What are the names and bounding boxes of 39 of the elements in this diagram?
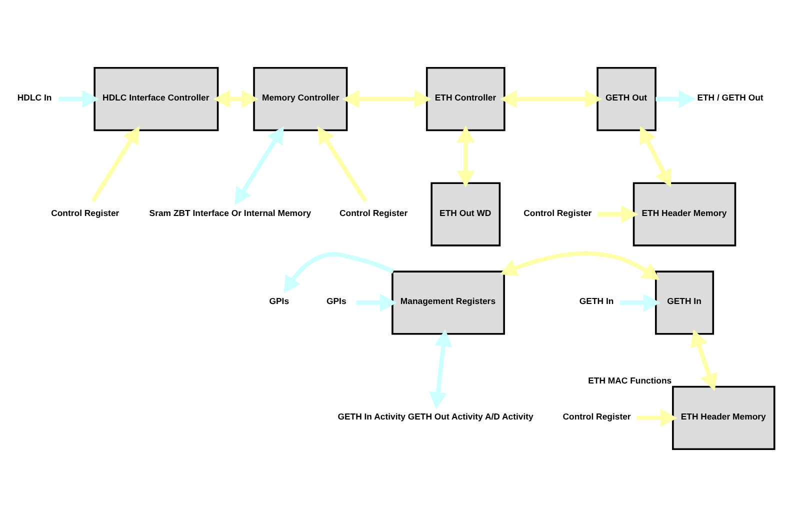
node-text: Control Register — [524, 208, 592, 218]
node-box: HDLC Interface Controller — [94, 67, 219, 132]
arrow — [690, 330, 718, 392]
node-box: GETH Out — [596, 67, 656, 132]
arrow — [234, 126, 284, 205]
arrow — [598, 205, 638, 224]
arrow — [640, 126, 672, 188]
arrow — [500, 90, 602, 108]
arrow — [656, 90, 696, 108]
node-text: GETH In Activity GETH Out Activity A/D Activity — [338, 411, 534, 422]
arrow — [213, 90, 259, 108]
arrow — [636, 409, 678, 427]
arrow — [356, 294, 397, 312]
node-box: ETH Controller — [426, 67, 506, 132]
node-box: Management Registers — [392, 270, 505, 335]
node-box: Memory Controller — [253, 67, 348, 132]
arrow — [620, 294, 661, 312]
arrow — [500, 251, 660, 280]
node-box: ETH Header Memory — [632, 182, 736, 246]
node-text: HDLC In — [17, 92, 52, 103]
arrow — [429, 329, 452, 410]
arrow — [342, 90, 432, 108]
node-text: Control Register — [51, 208, 120, 218]
node-text: GPIs — [269, 296, 290, 306]
node-text: Control Register — [562, 411, 631, 422]
node-text: ETH / GETH Out — [697, 92, 764, 103]
arrow — [456, 126, 475, 188]
node-text: Sram ZBT Interface Or Internal Memory — [149, 208, 312, 218]
node-text: Control Register — [340, 208, 408, 218]
node-text: GETH In — [579, 296, 614, 306]
node-box: ETH Header Memory — [672, 386, 776, 450]
arrow — [318, 126, 368, 202]
node-box: GETH In — [654, 270, 714, 335]
arrow — [284, 252, 394, 294]
arrow — [58, 90, 100, 108]
node-label: ETH MAC Functions — [588, 376, 672, 386]
arrow — [91, 126, 140, 202]
node-box: ETH Out WD — [430, 182, 501, 246]
node-text: GPIs — [326, 296, 346, 306]
